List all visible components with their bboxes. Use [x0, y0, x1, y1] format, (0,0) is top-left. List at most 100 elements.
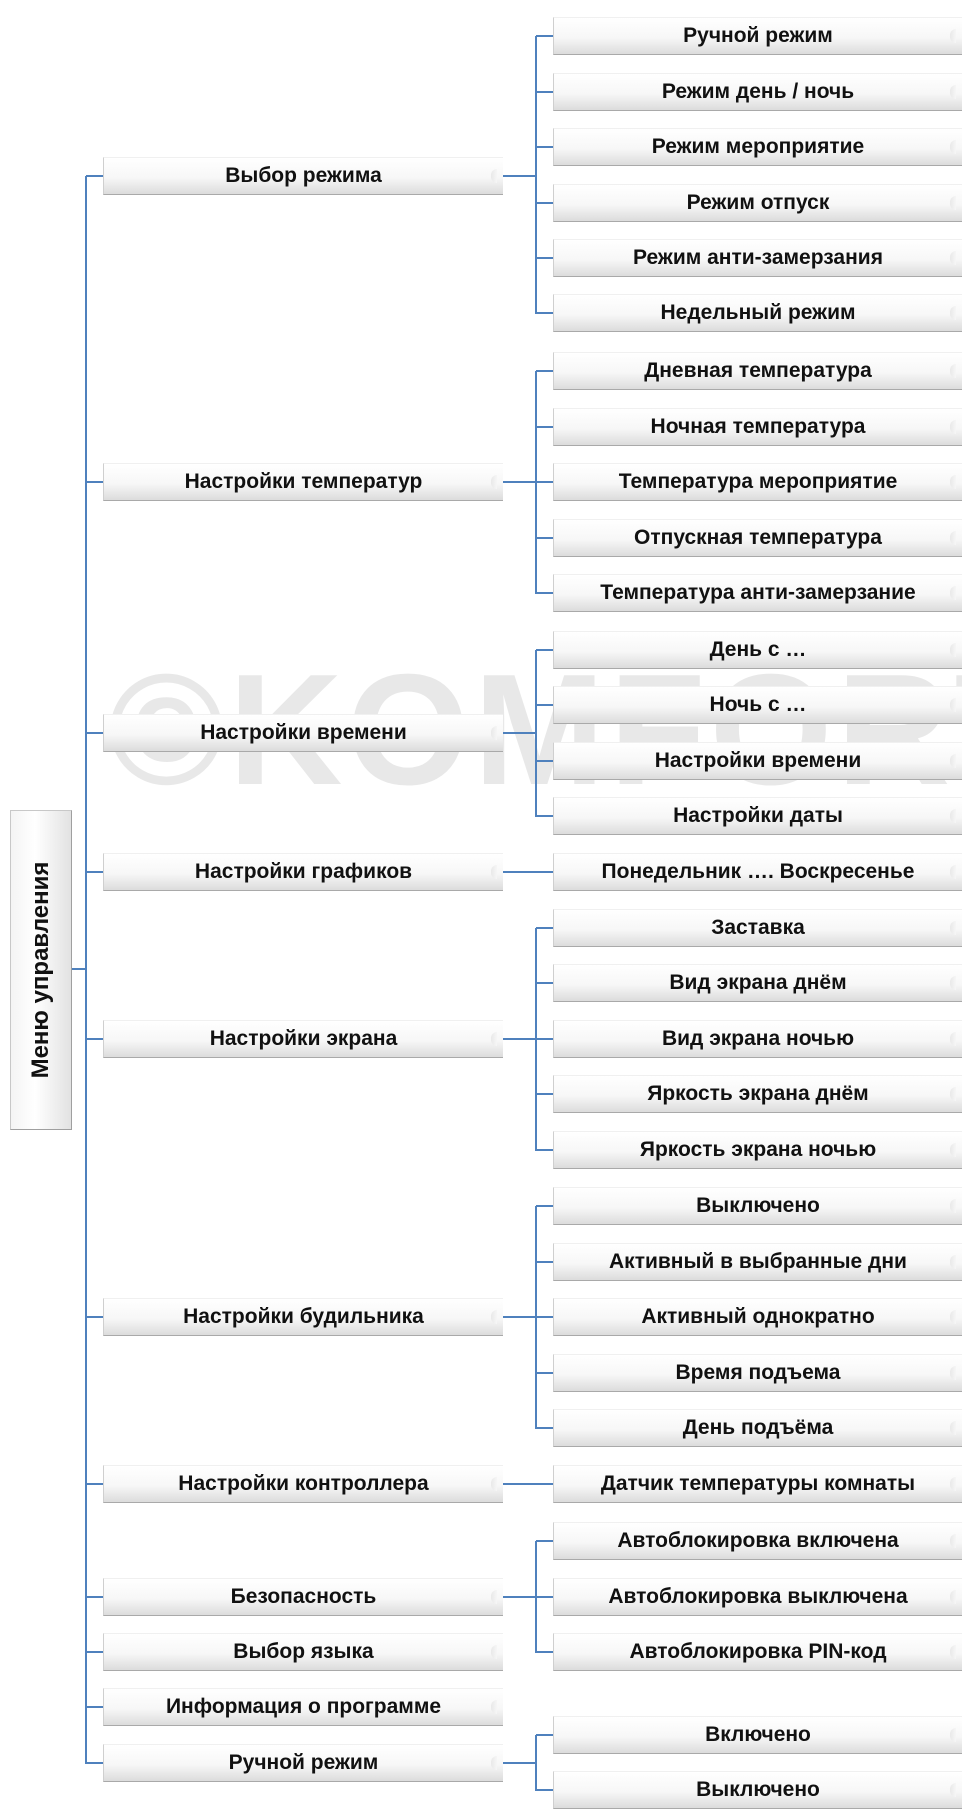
child-branch-stub: [536, 426, 553, 428]
menu-item-11[interactable]: Ручной режим: [103, 1744, 503, 1782]
nub-decoration: [950, 85, 956, 99]
menu-item-label: Режим анти-замерзания: [633, 246, 883, 269]
nub-decoration: [950, 1199, 956, 1213]
submenu-item-7-1[interactable]: Датчик температуры комнаты: [553, 1465, 962, 1503]
submenu-item-1-3[interactable]: Режим мероприятие: [553, 128, 962, 166]
menu-item-2[interactable]: Настройки температур: [103, 463, 503, 501]
submenu-item-3-2[interactable]: Ночь с …: [553, 686, 962, 724]
submenu-item-1-6[interactable]: Недельный режим: [553, 294, 962, 332]
submenu-item-2-4[interactable]: Отпускная температура: [553, 519, 962, 557]
submenu-item-6-2[interactable]: Активный в выбранные дни: [553, 1243, 962, 1281]
menu-item-label: Настройки контроллера: [178, 1472, 429, 1495]
submenu-item-1-2[interactable]: Режим день / ночь: [553, 73, 962, 111]
nub-decoration: [950, 643, 956, 657]
submenu-item-5-4[interactable]: Яркость экрана днём: [553, 1075, 962, 1113]
menu-item-6[interactable]: Настройки будильника: [103, 1298, 503, 1336]
submenu-item-1-1[interactable]: Ручной режим: [553, 17, 962, 55]
menu-item-5[interactable]: Настройки экрана: [103, 1020, 503, 1058]
menu-item-label: Датчик температуры комнаты: [600, 1472, 916, 1495]
submenu-item-5-3[interactable]: Вид экрана ночью: [553, 1020, 962, 1058]
nub-decoration: [491, 1645, 497, 1659]
submenu-item-6-5[interactable]: День подъёма: [553, 1409, 962, 1447]
submenu-item-5-1[interactable]: Заставка: [553, 909, 962, 947]
child-branch-stub: [536, 982, 553, 984]
submenu-item-5-2[interactable]: Вид экрана днём: [553, 964, 962, 1002]
nub-decoration: [950, 29, 956, 43]
menu-item-label: Выбор языка: [233, 1640, 374, 1663]
menu-item-3[interactable]: Настройки времени: [103, 714, 503, 752]
menu-item-label: Яркость экрана днём: [647, 1082, 869, 1105]
child-branch-stub: [536, 1149, 553, 1151]
submenu-item-5-5[interactable]: Яркость экрана ночью: [553, 1131, 962, 1169]
nub-decoration: [950, 1366, 956, 1380]
menu-item-label: Недельный режим: [660, 301, 856, 324]
submenu-item-3-3[interactable]: Настройки времени: [553, 742, 962, 780]
submenu-item-11-2[interactable]: Выключено: [553, 1771, 962, 1809]
main-branch-stub: [86, 1762, 103, 1764]
nub-decoration: [491, 1032, 497, 1046]
submenu-item-2-1[interactable]: Дневная температура: [553, 352, 962, 390]
submenu-item-2-3[interactable]: Температура мероприятие: [553, 463, 962, 501]
main-branch-stub: [86, 1316, 103, 1318]
submenu-item-3-4[interactable]: Настройки даты: [553, 797, 962, 835]
menu-item-label: Отпускная температура: [634, 526, 882, 549]
menu-item-10[interactable]: Информация о программе: [103, 1688, 503, 1726]
submenu-item-6-3[interactable]: Активный однократно: [553, 1298, 962, 1336]
nub-decoration: [950, 586, 956, 600]
nub-decoration: [950, 1728, 956, 1742]
child-branch-stub: [536, 537, 553, 539]
group-spine: [535, 650, 537, 817]
menu-item-label: Ночная температура: [650, 415, 866, 438]
menu-item-1[interactable]: Выбор режима: [103, 157, 503, 195]
submenu-item-3-1[interactable]: День с …: [553, 631, 962, 669]
menu-item-label: День с …: [709, 638, 807, 661]
child-branch-stub: [536, 815, 553, 817]
child-branch-stub: [536, 1734, 553, 1736]
submenu-item-6-4[interactable]: Время подъема: [553, 1354, 962, 1392]
menu-item-4[interactable]: Настройки графиков: [103, 853, 503, 891]
child-branch-stub: [536, 1540, 553, 1542]
submenu-item-8-1[interactable]: Автоблокировка включена: [553, 1522, 962, 1560]
menu-item-9[interactable]: Выбор языка: [103, 1633, 503, 1671]
child-branch-stub: [536, 202, 553, 204]
menu-item-label: Безопасность: [230, 1585, 377, 1608]
nub-decoration: [950, 1421, 956, 1435]
submenu-item-11-1[interactable]: Включено: [553, 1716, 962, 1754]
menu-item-label: Настройки экрана: [209, 1027, 398, 1050]
nub-decoration: [950, 1783, 956, 1797]
nub-decoration: [950, 754, 956, 768]
child-branch-stub: [536, 370, 553, 372]
child-branch-stub: [536, 927, 553, 929]
child-branch-stub: [536, 1789, 553, 1791]
menu-item-label: Настройки будильника: [183, 1305, 424, 1328]
menu-item-8[interactable]: Безопасность: [103, 1578, 503, 1616]
child-branch-stub: [536, 1038, 553, 1040]
main-branch-stub: [86, 732, 103, 734]
submenu-item-6-1[interactable]: Выключено: [553, 1187, 962, 1225]
nub-decoration: [950, 921, 956, 935]
menu-item-label: День подъёма: [682, 1416, 834, 1439]
submenu-item-2-5[interactable]: Температура анти-замерзание: [553, 574, 962, 612]
menu-item-label: Режим день / ночь: [661, 80, 855, 103]
submenu-item-1-4[interactable]: Режим отпуск: [553, 184, 962, 222]
submenu-item-4-1[interactable]: Понедельник …. Воскресенье: [553, 853, 962, 891]
nub-decoration: [950, 420, 956, 434]
nub-decoration: [491, 1310, 497, 1324]
child-branch-stub: [536, 146, 553, 148]
menu-item-label: Вид экрана днём: [669, 971, 847, 994]
child-branch-stub: [536, 1261, 553, 1263]
nub-decoration: [491, 865, 497, 879]
menu-item-7[interactable]: Настройки контроллера: [103, 1465, 503, 1503]
nub-decoration: [491, 169, 497, 183]
child-branch-stub: [536, 1093, 553, 1095]
submenu-item-2-2[interactable]: Ночная температура: [553, 408, 962, 446]
menu-item-label: Режим отпуск: [686, 191, 830, 214]
group-connector: [503, 1483, 536, 1485]
nub-decoration: [950, 1590, 956, 1604]
menu-item-label: Выбор режима: [225, 164, 382, 187]
submenu-item-8-2[interactable]: Автоблокировка выключена: [553, 1578, 962, 1616]
nub-decoration: [950, 364, 956, 378]
nub-decoration: [491, 1477, 497, 1491]
submenu-item-8-3[interactable]: Автоблокировка PIN-код: [553, 1633, 962, 1671]
submenu-item-1-5[interactable]: Режим анти-замерзания: [553, 239, 962, 277]
